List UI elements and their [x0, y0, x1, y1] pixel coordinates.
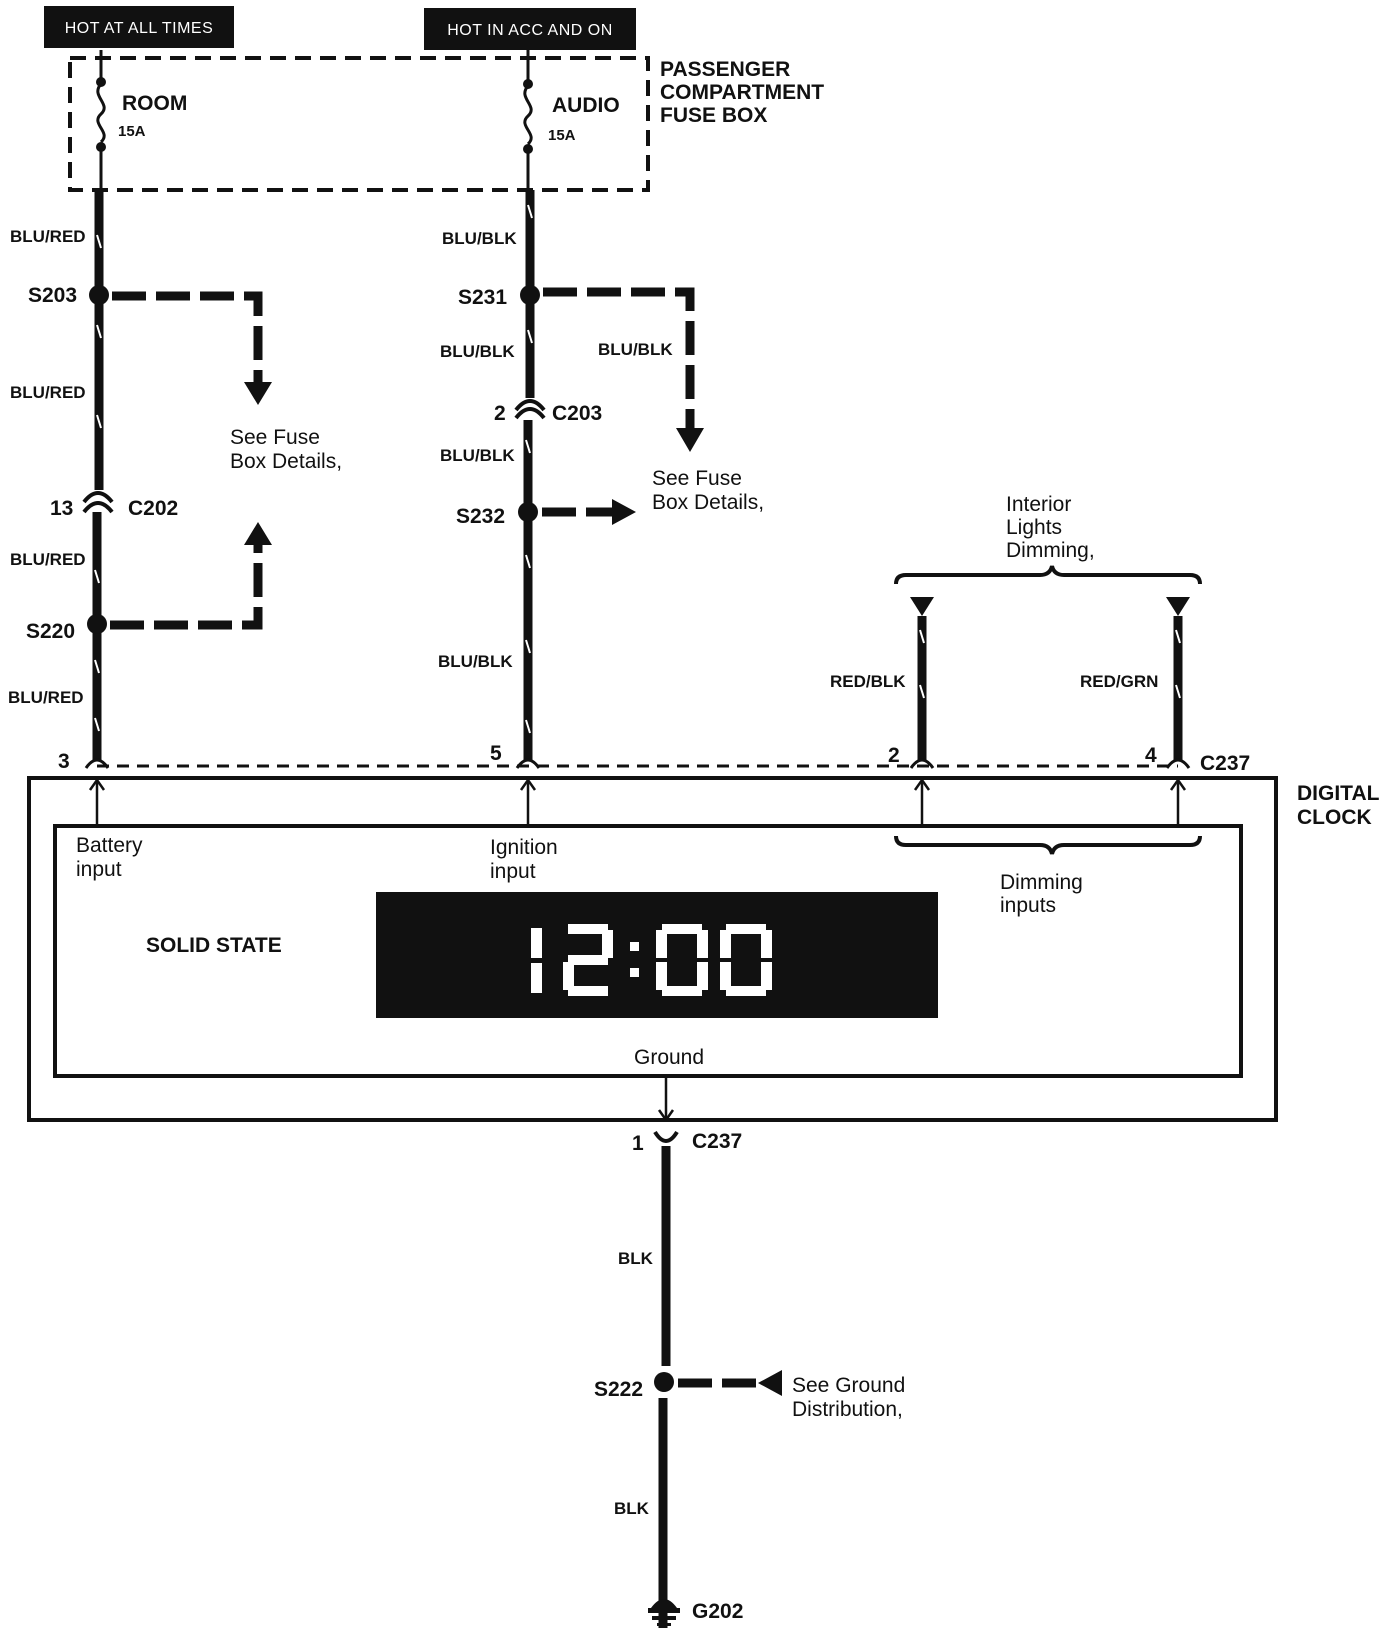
ref-interior-lights-3: Dimming, [1006, 539, 1095, 562]
dimming-inputs-brace [894, 835, 1202, 855]
left-wire-color-1: BLU/RED [10, 227, 86, 246]
dimming-inputs-2: inputs [1000, 894, 1056, 917]
ground-wire-color-1: BLK [618, 1249, 654, 1268]
fuse-box-title-1: PASSENGER [660, 58, 790, 81]
connector-c203-label: C203 [552, 402, 602, 425]
clock-pin-2: 2 [888, 744, 900, 767]
fuse-audio-rating: 15A [548, 127, 576, 144]
battery-input-2: input [76, 858, 122, 881]
connector-c202-pin: 13 [50, 497, 73, 520]
ignition-input-2: input [490, 860, 536, 883]
ground-wire [658, 1146, 671, 1628]
branch-s222-to-ground-distribution [678, 1370, 782, 1396]
digital-clock-title-1: DIGITAL [1297, 782, 1380, 805]
connector-c203 [514, 399, 546, 420]
fuse-box-title-2: COMPARTMENT [660, 81, 824, 104]
digital-clock-outer [27, 776, 1278, 1122]
connector-c202 [82, 491, 114, 514]
ref-fuse-details-left-1: See Fuse [230, 426, 320, 449]
ref-interior-lights-2: Lights [1006, 516, 1062, 539]
ignition-input-1: Ignition [490, 836, 558, 859]
clock-display-digits [531, 924, 772, 996]
clock-pin-3: 3 [58, 750, 70, 773]
branch-s232-to-fuse-details [542, 499, 636, 525]
connector-c237-terminals [84, 758, 1191, 769]
dimming-wire-red-grn [1166, 597, 1190, 760]
ground-symbol-icon [648, 1599, 680, 1626]
ground-wire-color-2: BLK [614, 1499, 650, 1518]
splice-s231-label: S231 [458, 286, 507, 309]
ground-point-label: G202 [692, 1600, 743, 1623]
left-wire-color-3: BLU/RED [10, 550, 86, 569]
clock-ground-label: Ground [634, 1046, 704, 1069]
ref-ground-distribution-2: Distribution, [792, 1398, 903, 1421]
connector-c203-pin: 2 [494, 402, 506, 425]
splice-s220 [87, 614, 107, 634]
center-wire-color-2: BLU/BLK [440, 342, 515, 361]
center-wire-color-3: BLU/BLK [440, 446, 515, 465]
center-wire-color-1: BLU/BLK [442, 229, 517, 248]
left-wire [92, 190, 104, 760]
splice-s232 [518, 502, 538, 522]
solid-state-label: SOLID STATE [146, 934, 282, 957]
branch-s203-to-fuse-details [112, 291, 272, 405]
splice-s220-label: S220 [26, 620, 75, 643]
dimming-wire-red-blk-label: RED/BLK [830, 672, 906, 691]
banner-hot-at-all-times: HOT AT ALL TIMES [44, 6, 234, 48]
fuse-room [96, 50, 106, 190]
fuse-room-rating: 15A [118, 123, 146, 140]
center-wire-color-4: BLU/BLK [438, 652, 513, 671]
ref-fuse-details-left-2: Box Details, [230, 450, 342, 473]
center-wire [523, 190, 535, 760]
dimming-wire-red-grn-label: RED/GRN [1080, 672, 1158, 691]
connector-c202-label: C202 [128, 497, 178, 520]
splice-s232-label: S232 [456, 505, 505, 528]
interior-lights-brace [894, 565, 1202, 585]
ref-fuse-details-right-1: See Fuse [652, 467, 742, 490]
clock-input-arrows [88, 777, 1187, 826]
dimming-wire-red-blk [910, 597, 934, 760]
ground-connector-label: C237 [692, 1130, 742, 1153]
ground-pin-1: 1 [632, 1132, 644, 1155]
battery-input-1: Battery [76, 834, 143, 857]
clock-pin-5: 5 [490, 742, 502, 765]
fuse-audio-name: AUDIO [552, 94, 620, 117]
banner-hot-at-all-times-label: HOT AT ALL TIMES [65, 20, 214, 37]
left-wire-color-4: BLU/RED [8, 688, 84, 707]
branch-s231-wire-color: BLU/BLK [598, 340, 673, 359]
ref-ground-distribution-1: See Ground [792, 1374, 905, 1397]
connector-c237-ground-terminal [653, 1130, 679, 1143]
connector-c237-label: C237 [1200, 752, 1250, 775]
clock-pin-4: 4 [1145, 744, 1157, 767]
ref-interior-lights-1: Interior [1006, 493, 1071, 516]
fuse-box-title-3: FUSE BOX [660, 104, 767, 127]
ground-output-arrow [657, 1076, 675, 1123]
splice-s203 [89, 285, 109, 305]
banner-hot-in-acc-and-on-label: HOT IN ACC AND ON [447, 22, 613, 39]
splice-s222-label: S222 [594, 1378, 643, 1401]
banner-hot-in-acc-and-on: HOT IN ACC AND ON [424, 8, 636, 50]
splice-s231 [520, 285, 540, 305]
clock-display [376, 892, 938, 1018]
splice-s203-label: S203 [28, 284, 77, 307]
fuse-audio [523, 50, 533, 190]
fuse-box-outline [68, 56, 650, 192]
ref-fuse-details-right-2: Box Details, [652, 491, 764, 514]
branch-s231-to-fuse-details [543, 287, 704, 452]
left-wire-color-2: BLU/RED [10, 383, 86, 402]
digital-clock-title-2: CLOCK [1297, 806, 1372, 829]
splice-s222 [654, 1372, 674, 1392]
digital-clock-inner [53, 824, 1243, 1078]
branch-s220-to-fuse-details [110, 522, 272, 630]
fuse-room-name: ROOM [122, 92, 187, 115]
dimming-inputs-1: Dimming [1000, 871, 1083, 894]
